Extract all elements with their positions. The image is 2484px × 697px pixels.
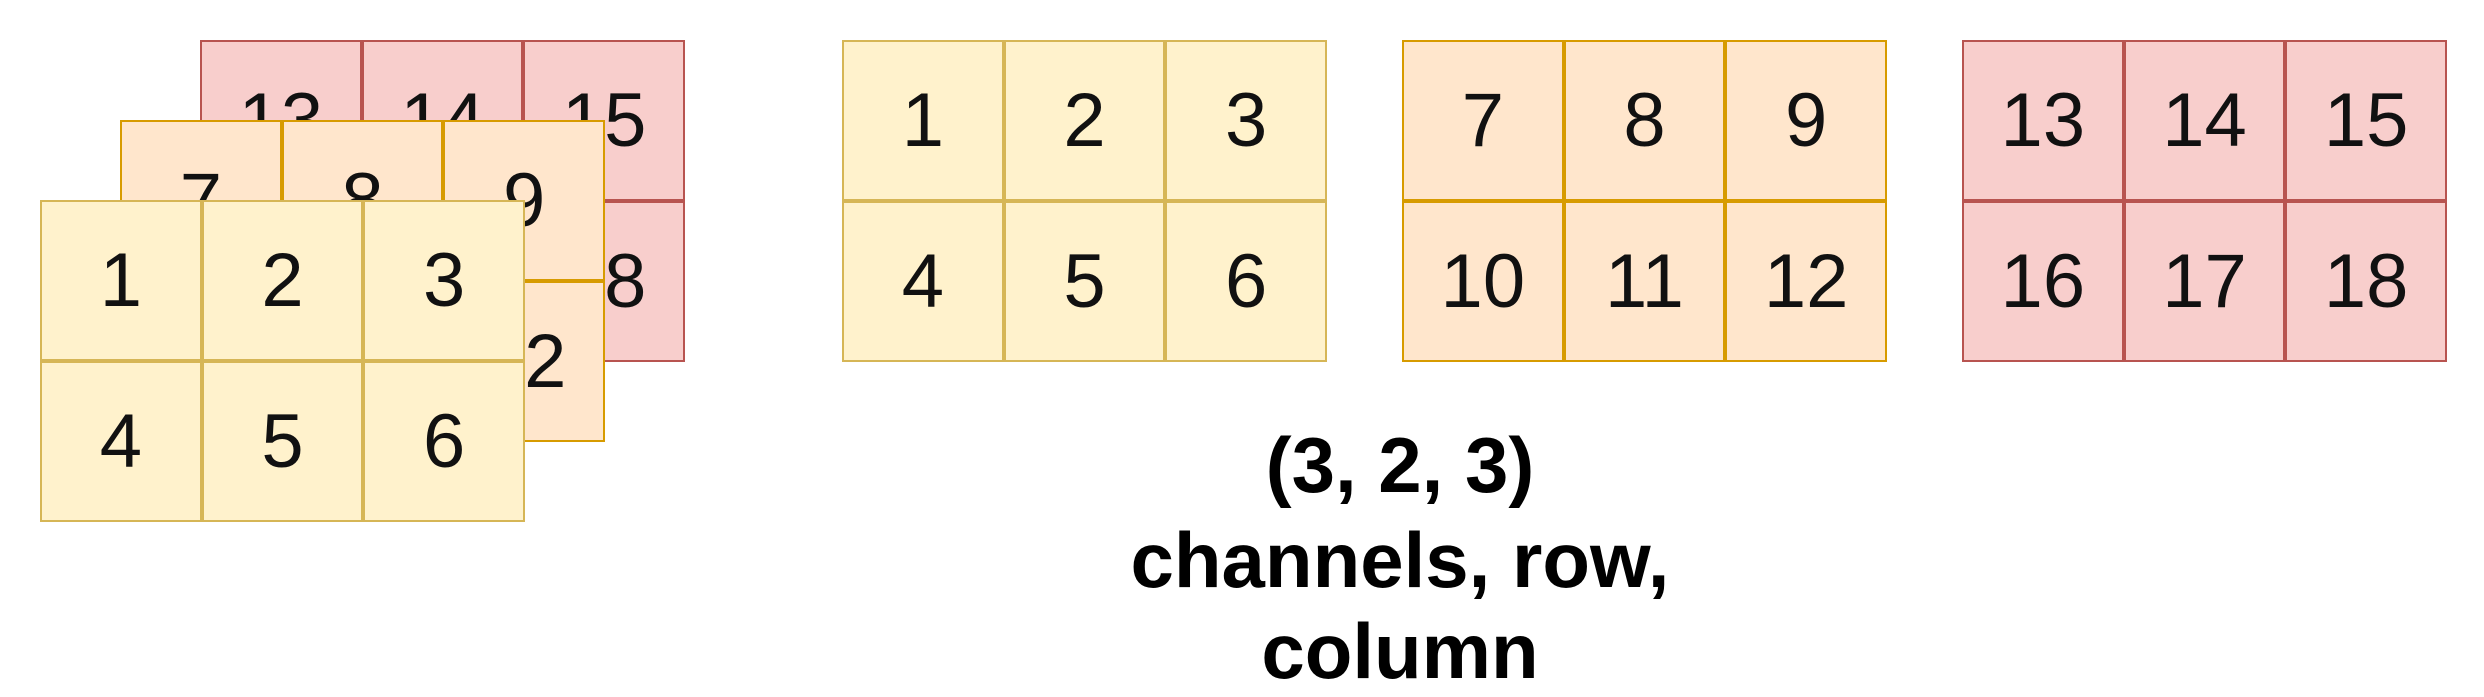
channel-2-cell: 7: [1402, 40, 1564, 201]
stack-front-cell: 3: [363, 200, 525, 361]
stack-front-cell: 2: [201, 200, 364, 361]
channel-1-cell: 5: [1003, 201, 1166, 362]
stack-front-cell: 4: [40, 361, 202, 522]
channel-2-cell: 12: [1725, 201, 1887, 362]
channel-3-cell: 15: [2285, 40, 2447, 201]
channel-3-cell: 14: [2123, 40, 2286, 201]
channel-1-cell: 6: [1165, 201, 1327, 362]
channel-3-cell: 13: [1962, 40, 2124, 201]
channel-1-grid: 1 2 3 4 5 6: [842, 40, 1327, 362]
channel-2-grid: 7 8 9 10 11 12: [1402, 40, 1887, 362]
channel-2-cell: 10: [1402, 201, 1564, 362]
channel-1-cell: 2: [1003, 40, 1166, 201]
channel-2-cell: 8: [1563, 40, 1726, 201]
stack-front-cell: 5: [201, 361, 364, 522]
channel-2-cell: 11: [1563, 201, 1726, 362]
stack-front-grid: 1 2 3 4 5 6: [40, 200, 525, 522]
channel-1-cell: 4: [842, 201, 1004, 362]
channel-3-cell: 16: [1962, 201, 2124, 362]
channel-3-cell: 17: [2123, 201, 2286, 362]
channel-3-grid: 13 14 15 16 17 18: [1962, 40, 2447, 362]
shape-label: (3, 2, 3): [1265, 421, 1535, 509]
axes-label: channels, row, column: [1130, 516, 1670, 695]
stack-front-cell: 1: [40, 200, 202, 361]
channel-2-cell: 9: [1725, 40, 1887, 201]
stack-front-cell: 6: [363, 361, 525, 522]
channel-1-cell: 1: [842, 40, 1004, 201]
channel-1-cell: 3: [1165, 40, 1327, 201]
channel-3-cell: 18: [2285, 201, 2447, 362]
